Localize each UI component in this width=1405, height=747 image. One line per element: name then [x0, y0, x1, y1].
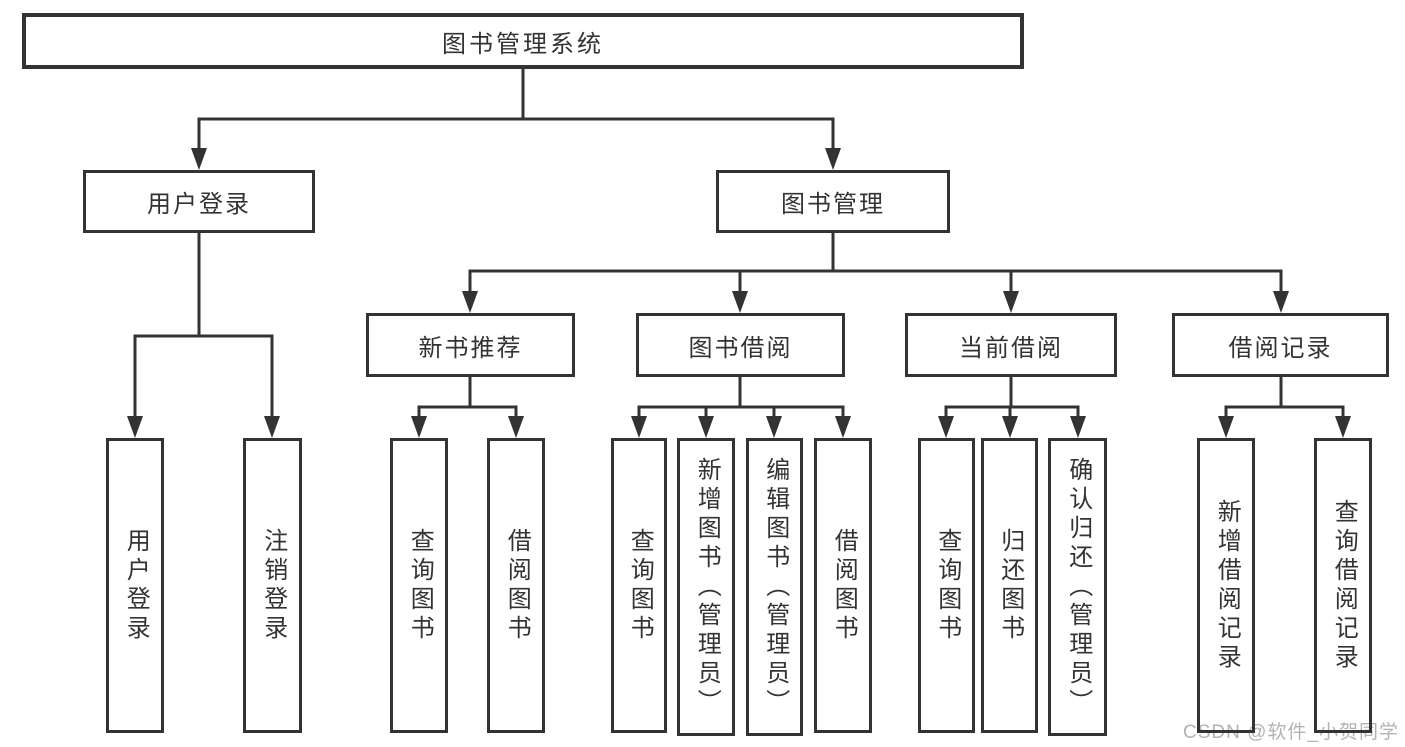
node-borrow-record: 借阅记录: [1172, 313, 1389, 377]
leaf-logout: 注销登录: [243, 438, 302, 733]
leaf-return-book: 归还图书: [981, 438, 1038, 733]
arrowhead: [1273, 291, 1289, 313]
arrowhead: [1070, 416, 1086, 438]
arrowhead: [835, 416, 851, 438]
leaf-query-books-current: 查询图书: [918, 438, 975, 733]
node-current-borrow: 当前借阅: [905, 313, 1117, 377]
arrowhead: [191, 148, 207, 170]
connector-root-to-level2: [191, 69, 841, 170]
connector-book-borrow-to-leaves: [631, 377, 851, 438]
arrowhead: [462, 291, 478, 313]
leaf-query-books-recommend: 查询图书: [390, 438, 448, 733]
node-user-login: 用户登录: [83, 170, 315, 233]
connector-new-book-recommend-to-leaves: [411, 377, 524, 438]
arrowhead: [732, 291, 748, 313]
leaf-borrow-books: 借阅图书: [814, 438, 872, 733]
arrowhead: [411, 416, 427, 438]
arrowhead: [508, 416, 524, 438]
arrowhead: [1003, 291, 1019, 313]
arrowhead: [631, 416, 647, 438]
connector-borrow-record-to-leaves: [1218, 377, 1351, 438]
leaf-query-borrow-record: 查询借阅记录: [1314, 438, 1372, 733]
leaf-edit-book-admin: 编辑图书（管理员）: [746, 438, 803, 736]
arrowhead: [1218, 416, 1234, 438]
leaf-add-book-admin: 新增图书（管理员）: [677, 438, 735, 736]
arrowhead: [825, 148, 841, 170]
node-book-management: 图书管理: [716, 170, 950, 233]
node-new-book-recommend: 新书推荐: [366, 313, 575, 377]
leaf-add-borrow-record: 新增借阅记录: [1197, 438, 1255, 733]
leaf-user-login: 用户登录: [106, 438, 164, 733]
connector-book-management-to-level3: [462, 233, 1289, 313]
leaf-confirm-return-admin: 确认归还（管理员）: [1048, 438, 1107, 736]
connector-current-borrow-to-leaves: [938, 377, 1086, 438]
arrowhead: [938, 416, 954, 438]
connector-user-login-to-leaves: [127, 233, 280, 438]
arrowhead: [1002, 416, 1018, 438]
leaf-borrow-books-recommend: 借阅图书: [487, 438, 545, 733]
arrowhead: [766, 416, 782, 438]
leaf-query-books-borrow: 查询图书: [611, 438, 667, 733]
node-library-management-system: 图书管理系统: [22, 13, 1024, 69]
arrowhead: [127, 416, 143, 438]
watermark: CSDN @软件_小贺同学: [1183, 722, 1399, 743]
arrowhead: [264, 416, 280, 438]
arrowhead: [1335, 416, 1351, 438]
arrowhead: [698, 416, 714, 438]
node-book-borrow: 图书借阅: [636, 313, 845, 377]
